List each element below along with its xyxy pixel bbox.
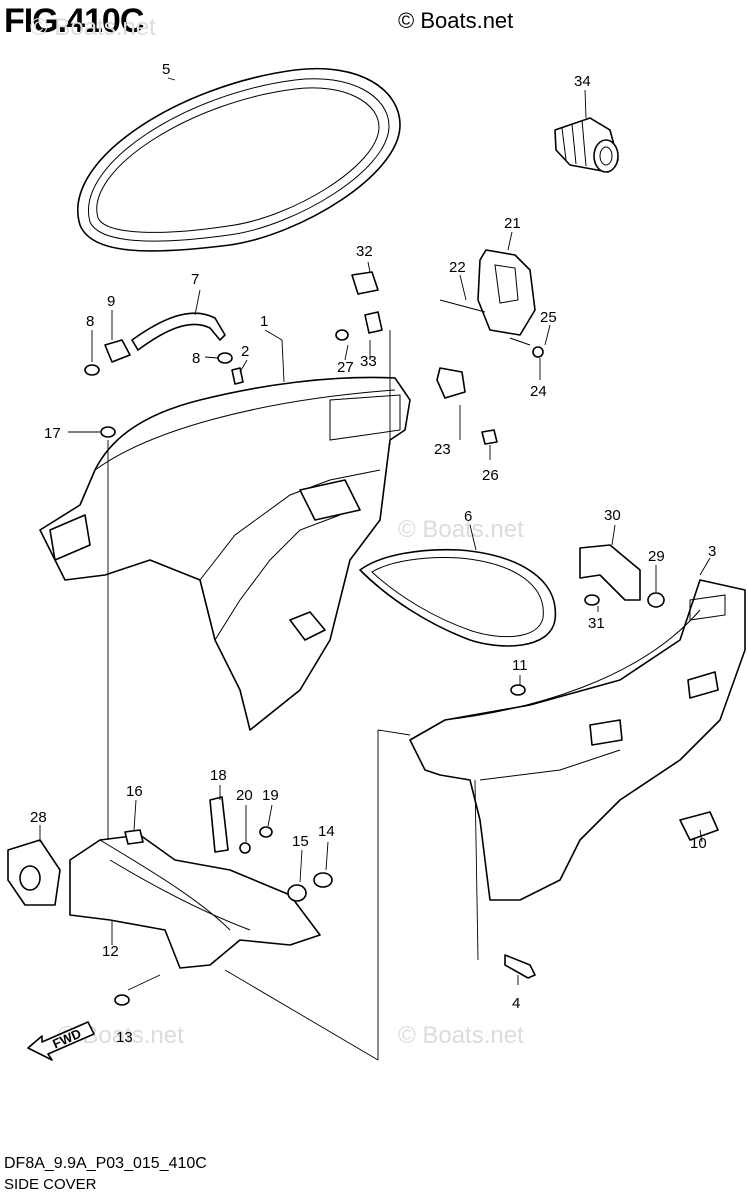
part-17-screw bbox=[100, 426, 116, 438]
part-19-screw bbox=[259, 826, 273, 838]
callout-5: 5 bbox=[162, 61, 170, 78]
part-9-clip bbox=[104, 339, 131, 363]
callout-29: 29 bbox=[648, 548, 665, 565]
callout-10: 10 bbox=[690, 835, 707, 852]
part-15-grommet bbox=[287, 884, 307, 902]
callout-26: 26 bbox=[482, 467, 499, 484]
callout-28: 28 bbox=[30, 809, 47, 826]
callout-8b: 8 bbox=[192, 350, 200, 367]
watermark: © Boats.net bbox=[398, 1022, 524, 1049]
diagram-description: SIDE COVER bbox=[4, 1176, 97, 1193]
callout-4: 4 bbox=[512, 995, 520, 1012]
callout-8a: 8 bbox=[86, 313, 94, 330]
callout-16: 16 bbox=[126, 783, 143, 800]
watermark: © Boats.net bbox=[30, 14, 156, 41]
callout-1: 1 bbox=[260, 313, 268, 330]
part-6-gasket bbox=[359, 548, 557, 647]
callout-15: 15 bbox=[292, 833, 309, 850]
callout-20: 20 bbox=[236, 787, 253, 804]
callout-27: 27 bbox=[337, 359, 354, 376]
callout-19: 19 bbox=[262, 787, 279, 804]
callout-13: 13 bbox=[116, 1029, 133, 1046]
callout-23: 23 bbox=[434, 441, 451, 458]
callout-14: 14 bbox=[318, 823, 335, 840]
part-1-side-cover bbox=[39, 376, 411, 731]
callout-33: 33 bbox=[360, 353, 377, 370]
part-5-seal bbox=[77, 67, 401, 252]
part-16-nut bbox=[124, 829, 144, 845]
callout-9: 9 bbox=[107, 293, 115, 310]
callout-3: 3 bbox=[708, 543, 716, 560]
callout-6: 6 bbox=[464, 508, 472, 525]
callout-7: 7 bbox=[191, 271, 199, 288]
callout-34: 34 bbox=[574, 73, 591, 90]
part-28-cap bbox=[7, 839, 61, 906]
callout-21: 21 bbox=[504, 215, 521, 232]
fwd-arrow-icon bbox=[27, 1021, 95, 1061]
callout-2: 2 bbox=[241, 343, 249, 360]
part-32-nut-plate bbox=[335, 271, 383, 341]
part-4-bolt bbox=[504, 954, 536, 979]
part-10-grommet bbox=[679, 811, 719, 841]
watermark: © Boats.net bbox=[398, 516, 524, 543]
callout-18: 18 bbox=[210, 767, 227, 784]
callout-12: 12 bbox=[102, 943, 119, 960]
part-18-plate bbox=[209, 796, 229, 853]
callout-11: 11 bbox=[512, 657, 528, 674]
figure-title: FIG.410C bbox=[4, 2, 144, 40]
callout-30: 30 bbox=[604, 507, 621, 524]
part-14-grommet bbox=[313, 872, 333, 888]
callout-17: 17 bbox=[44, 425, 61, 442]
callout-25: 25 bbox=[540, 309, 557, 326]
callout-31: 31 bbox=[588, 615, 605, 632]
part-8-screw bbox=[84, 352, 233, 376]
callout-labels: 5 1 2 7 9 8 8 17 34 32 33 27 21 22 25 24… bbox=[30, 61, 716, 1046]
diagram-code: DF8A_9.9A_P03_015_410C bbox=[4, 1155, 207, 1172]
part-13-bolt bbox=[114, 994, 130, 1006]
callout-22: 22 bbox=[449, 259, 466, 276]
callout-24: 24 bbox=[530, 383, 547, 400]
part-7-hose bbox=[131, 312, 226, 351]
part-30-plate bbox=[579, 544, 665, 608]
part-11-screw bbox=[510, 684, 526, 696]
part-12-lower-cover bbox=[69, 834, 321, 969]
part-21-bracket bbox=[436, 249, 544, 445]
copyright-text: © Boats.net bbox=[398, 8, 514, 33]
part-20-washer bbox=[239, 842, 251, 854]
leader-lines bbox=[39, 77, 711, 1061]
part-34-grommet bbox=[554, 117, 619, 173]
part-3-side-cover bbox=[409, 579, 746, 901]
fwd-label: FWD bbox=[50, 1026, 83, 1052]
callout-32: 32 bbox=[356, 243, 373, 260]
